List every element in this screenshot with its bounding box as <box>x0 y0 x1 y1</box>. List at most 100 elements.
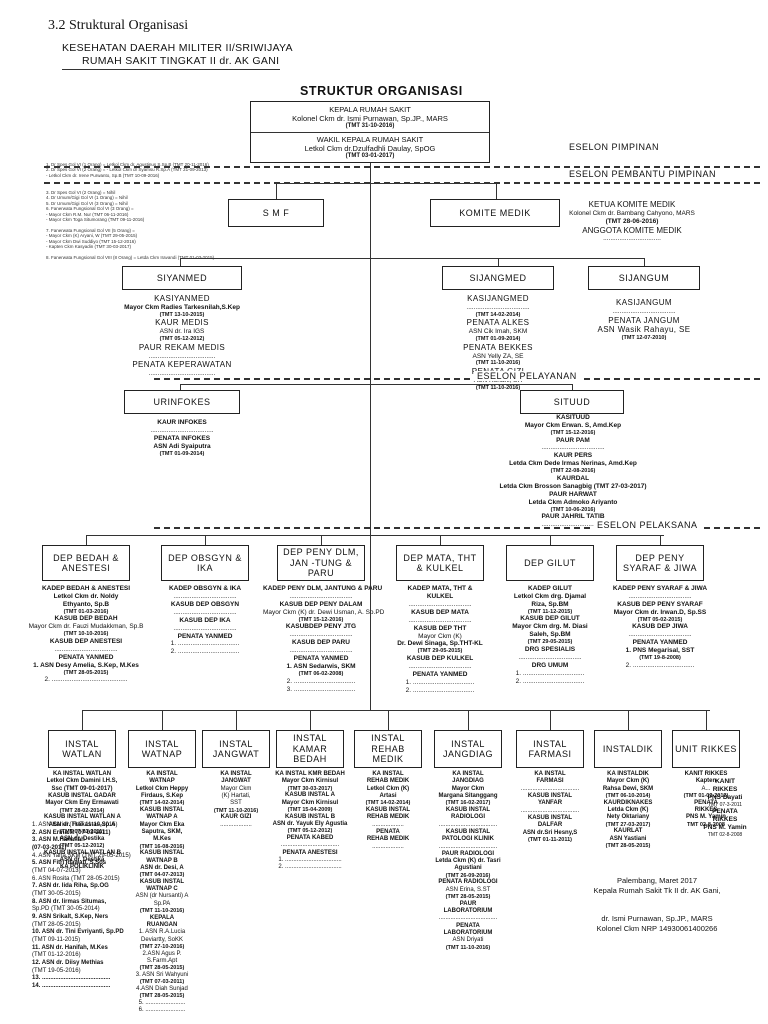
staff-line: KASITUUD <box>556 414 590 421</box>
staff-line: KA INSTAL <box>220 771 252 777</box>
staff-line: (TMT 28-05-2015) <box>63 669 109 676</box>
staff-line: PENATA <box>376 828 400 835</box>
staff-line: KASUB DEP OBSGYN <box>170 600 240 608</box>
staff-line: KASIYANMED <box>154 294 210 303</box>
staff-line: (TMT 28-05-2015) <box>445 894 491 901</box>
staff-line: ................................... <box>628 631 692 639</box>
staff-line: KASIJANGUM <box>615 298 672 307</box>
staff-line: (TMT 12-07-2010) <box>621 335 667 342</box>
staff-line: Letda Ckm Dede Irmas Nerinas, Amd.Kep <box>509 460 637 468</box>
smf-note-11: - Mayor Ckm (K) Aryani, W (TMT 29-05-201… <box>46 233 138 239</box>
staff-line: ASN Yastiani <box>609 835 647 842</box>
komite-medik-box: KOMITE MEDIK <box>430 199 560 227</box>
staff-line: Saleh, Sp.BM <box>529 631 571 639</box>
staff-line: ASN (dr Nursanti) A <box>135 893 189 900</box>
instal-connector <box>82 710 710 711</box>
staff-line: KULKEL <box>426 592 454 600</box>
staff-line: ASN dr. Destika <box>59 856 105 863</box>
org-line-1: KESEHATAN DAERAH MILITER II/SRIWIJAYA <box>62 42 293 54</box>
staff-line: (TMT 01-02-2012) <box>683 792 729 799</box>
staff-line: ................................... <box>289 631 353 639</box>
staff-line: Mayor Ckm (K) <box>418 632 462 640</box>
staff-line: (TMT 14-02-2014) <box>365 800 411 807</box>
staff-line: Letda Ckm Admoko Ariyanto <box>528 498 618 506</box>
rikkes-overlay-line: PENATA <box>712 807 738 815</box>
poliklinik-item: Sp.PD (TMT 30-05-2014) <box>32 906 100 913</box>
staff-line: ASN dr. Ira IGS <box>159 328 205 336</box>
staff-line: ..................................... <box>148 352 216 360</box>
wakil-tmt: (TMT 03-01-2017) <box>345 153 395 160</box>
staff-line: 5. ........................ <box>138 1000 186 1007</box>
smf-note-4: 3. Dr Spes Gol VI (2 Orang) = Nihil <box>46 190 116 195</box>
rikkes-overlay-line: PNS M. Yamin <box>703 823 747 831</box>
dep-drop <box>205 535 206 545</box>
staff-line: PNS M. Yamin <box>686 814 726 821</box>
poliklinik-item: 13. ....................................… <box>32 975 111 982</box>
instal-drop <box>468 710 469 730</box>
pimpinan-box: KEPALA RUMAH SAKIT Kolonel Ckm dr. Ismi … <box>250 101 490 163</box>
staff-line: RUANGAN <box>146 922 178 929</box>
kepala-tmt: (TMT 31-10-2016) <box>345 123 395 130</box>
staff-line: WATNAP C <box>146 886 178 893</box>
smf-note-12: - Mayor Ckm Dwi Suddiyo (TMT 15-12-2016) <box>46 238 136 244</box>
sijangmed-connector <box>498 258 499 266</box>
staff-line: 1. .................................. <box>515 669 585 677</box>
staff-line: PAUR REKAM MEDIS <box>138 342 226 352</box>
divider-pelaksana <box>154 527 760 529</box>
staff-line: 1. PNS Megarisal, SST <box>625 647 695 655</box>
rikkes-overlay-line: RIKKES <box>712 815 738 823</box>
staff-line: Dr. Dewi Sinaga, Sp.THT-KL <box>397 640 483 648</box>
dep-staff: KADEP PENY DLM, JANTUNG & PARU..........… <box>263 585 384 693</box>
staff-line: KASUB DEP ANESTESI <box>49 638 123 646</box>
staff-line: (TMT 15-12-2016) <box>550 429 596 436</box>
siyanmed-box: SIYANMED <box>122 266 242 290</box>
staff-line: Nety Oktariany <box>606 814 650 821</box>
poliklinik-item: 6. ASN Rosita (TMT 28-05-2015) <box>32 875 120 882</box>
staff-line: ................................... <box>408 616 472 624</box>
rikkes-overlay-line: TMT 02-8-2008 <box>707 831 743 838</box>
staff-line: 2. .................................. <box>625 661 695 669</box>
staff-line: KASUB DEP IKA <box>179 616 231 624</box>
staff-line: Mayor Ckm dr. Irwan.D, Sp.SS <box>613 608 707 616</box>
urinfokes-box: URINFOKES <box>124 390 240 414</box>
staff-line: Letda Ckm (K) <box>607 806 649 813</box>
staff-line: DALFAR <box>537 822 563 829</box>
staff-line: 1. ASN R.A.Lucia <box>138 929 186 936</box>
instal-drop <box>550 710 551 730</box>
staff-line: 1. ASN Desy Amelia, S.Kep, M.Kes <box>33 661 139 669</box>
instal-box: INSTAL JANGDIAG <box>434 730 502 768</box>
instal-box: INSTAL WATNAP <box>128 730 196 768</box>
staff-line: (TMT 11-10-2016) <box>139 908 185 915</box>
urinfokes-connector <box>180 384 370 385</box>
staff-line: (TMT 01-09-2014) <box>475 336 521 343</box>
poliklinik-item: 3. ASN M.Hanafiah <box>32 837 85 844</box>
staff-line: KADEP PENY DLM, JANTUNG & PARU <box>263 585 383 592</box>
eselon-pelayanan-label: ESELON PELAYANAN <box>474 371 580 381</box>
staff-line: PAUR PAM <box>556 436 590 444</box>
staff-line: Mayor Ckm (K) <box>606 778 650 785</box>
staff-line: (TMT 16-08-2016) <box>139 843 185 850</box>
staff-line: ................................... <box>612 307 676 315</box>
staff-line: ASN Adi Syaiputra <box>153 442 211 450</box>
staff-line: PENATA <box>694 799 718 806</box>
staff-line: (TMT 06-10-2014) <box>605 792 651 799</box>
staff-line: DRG UMUM <box>531 661 569 669</box>
dep-drop <box>440 535 441 545</box>
situud-drop <box>572 384 573 390</box>
staff-line: Letkol Ckm Heppy <box>135 785 189 792</box>
staff-line: JANGWAT <box>221 778 251 785</box>
instal-box: INSTAL FARMASI <box>516 730 584 768</box>
dep-box: DEP GILUT <box>506 545 594 581</box>
poliklinik-item: 2. ASN Erina.M (07-03-2011) <box>32 829 111 836</box>
divider-pelayanan <box>154 378 760 380</box>
smf-note-3: - Letkol Ckm dr. Irene Purwanto, Sp.B (T… <box>46 172 160 178</box>
staff-line: PENATA YANMED <box>58 653 114 661</box>
divider-pimpinan <box>44 166 760 168</box>
staff-line: ................................... <box>289 647 353 655</box>
